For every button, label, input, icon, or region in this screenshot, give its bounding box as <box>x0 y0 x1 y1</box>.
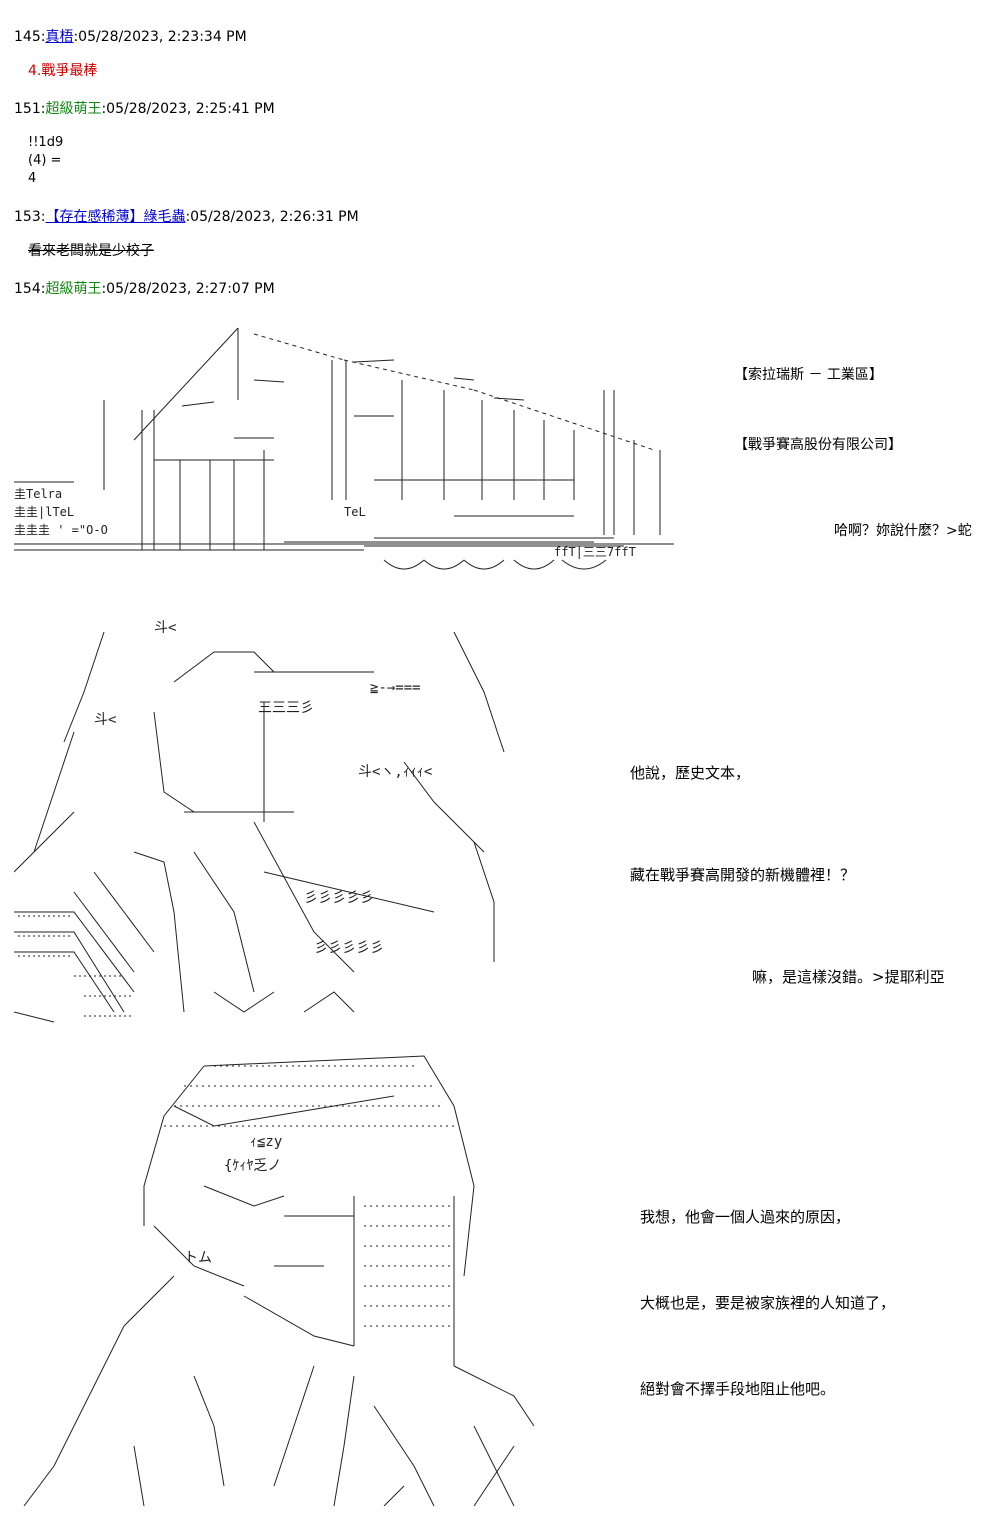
dialogue-line: 絕對會不擇手段地阻止他吧。 <box>640 1380 836 1398</box>
factory-sign-text: ffT|三三7ffT <box>554 545 636 559</box>
factory-sign-text: 圭圭|lTeL <box>14 505 74 519</box>
post-header: 151:超級萌王:05/28/2023, 2:25:41 PM <box>14 101 275 117</box>
post-time: 05/28/2023, 2:25:41 PM <box>106 101 275 117</box>
post-body: 4.戰爭最棒 <box>28 62 97 80</box>
post-header: 153:【存在感稀薄】綠毛蟲:05/28/2023, 2:26:31 PM <box>14 209 359 225</box>
post-number: 145 <box>14 29 41 45</box>
factory-sign-text: 圭Telrа <box>14 487 62 501</box>
location-caption: 【索拉瑞斯 － 工業區】 <box>734 367 883 383</box>
factory-sign-text: 圭圭圭 ' ="O-O <box>14 523 108 537</box>
second-character-ascii-art: ｨ≦zy {ｹｨﾔ乏ノ トム <box>14 1046 554 1506</box>
post-number: 151 <box>14 101 41 117</box>
factory-sign-text: TeL <box>344 505 366 519</box>
post-body: 看來老闆就是少校子 <box>28 242 154 260</box>
post-line: 4 <box>28 171 37 186</box>
ascii-text: 斗< <box>154 620 176 636</box>
factory-drawing: 圭Telrа 圭圭|lTeL 圭圭圭 ' ="O-O ffT|三三7ffT Te… <box>14 327 674 570</box>
factory-ascii-art: 圭Telrа 圭圭|lTeL 圭圭圭 ' ="O-O ffT|三三7ffT Te… <box>14 320 694 580</box>
post-line: (4) = <box>28 153 62 168</box>
ascii-text: 斗<ヽ,ｨｨｨ< <box>358 764 432 780</box>
dialogue-line: 嘛，是這樣沒錯。>提耶利亞 <box>752 968 945 986</box>
dialogue-line: 他說，歷史文本， <box>630 764 751 782</box>
second-character-drawing: ｨ≦zy {ｹｨﾔ乏ノ トム <box>23 1055 535 1506</box>
poster-name-link[interactable]: 真梧 <box>45 29 74 45</box>
post-time: 05/28/2023, 2:27:07 PM <box>106 281 275 297</box>
dialogue-line: 哈啊？妳說什麼？>蛇 <box>834 523 972 539</box>
post-time: 05/28/2023, 2:23:34 PM <box>78 29 247 45</box>
post-body: !!1d9 (4) = 4 <box>28 134 63 188</box>
ascii-text: 彡彡彡彡彡 <box>304 890 374 906</box>
ascii-text: ≧-→=== <box>370 680 421 696</box>
post-line: 看來老闆就是少校子 <box>28 243 154 259</box>
post-time: 05/28/2023, 2:26:31 PM <box>190 209 359 225</box>
character-ascii-art: 斗< 斗< 三三三彡 ≧-→=== 斗<ヽ,ｨｨｨ< 彡彡彡彡彡 彡彡彡彡彡 <box>14 612 534 1032</box>
post-line: 4.戰爭最棒 <box>28 63 98 79</box>
dialogue-line: 我想，他會一個人過來的原因， <box>640 1208 851 1226</box>
ascii-text: {ｹｨﾔ乏ノ <box>224 1158 281 1174</box>
dialogue-line: 大概也是，要是被家族裡的人知道了， <box>640 1294 896 1312</box>
ascii-text: 三三三彡 <box>258 700 314 716</box>
poster-name: 超級萌王 <box>45 101 102 117</box>
character-drawing: 斗< 斗< 三三三彡 ≧-→=== 斗<ヽ,ｨｨｨ< 彡彡彡彡彡 彡彡彡彡彡 <box>14 620 505 1023</box>
post-header: 145:真梧:05/28/2023, 2:23:34 PM <box>14 29 247 45</box>
poster-name: 超級萌王 <box>45 281 102 297</box>
poster-name-link[interactable]: 【存在感稀薄】綠毛蟲 <box>45 209 186 225</box>
company-caption: 【戰爭賽高股份有限公司】 <box>734 437 902 453</box>
post-header: 154:超級萌王:05/28/2023, 2:27:07 PM <box>14 281 275 297</box>
dialogue-line: 藏在戰爭賽高開發的新機體裡！？ <box>630 866 856 884</box>
post-number: 154 <box>14 281 41 297</box>
post-number: 153 <box>14 209 41 225</box>
ascii-text: 彡彡彡彡彡 <box>314 940 384 956</box>
ascii-text: トム <box>184 1250 212 1266</box>
ascii-text: ｨ≦zy <box>250 1134 282 1150</box>
ascii-text: 斗< <box>94 712 116 728</box>
post-line: !!1d9 <box>28 135 64 150</box>
